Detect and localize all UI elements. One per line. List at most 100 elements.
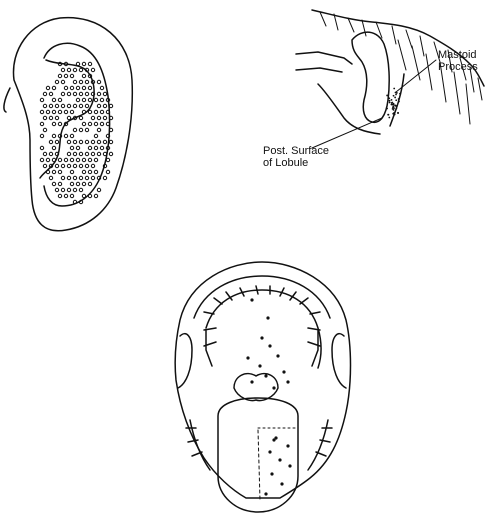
ear-dot xyxy=(103,140,106,143)
ear-dot xyxy=(85,164,88,167)
ear-dot xyxy=(67,68,70,71)
label-lobule-line2: of Lobule xyxy=(263,158,308,169)
ear-dot xyxy=(94,170,97,173)
ear-dot xyxy=(91,176,94,179)
ear-dot xyxy=(76,86,79,89)
ear-dot xyxy=(55,140,58,143)
ear-dot xyxy=(88,86,91,89)
mastoid-dot xyxy=(389,102,391,104)
cheek-jaw xyxy=(318,84,380,134)
ear-dot xyxy=(70,110,73,113)
mastoid-dot xyxy=(388,114,390,116)
ear-dot xyxy=(58,182,61,185)
ear-dot xyxy=(85,176,88,179)
ear-dot xyxy=(79,68,82,71)
ear-dot xyxy=(106,158,109,161)
ear-dot xyxy=(91,68,94,71)
ear-dot xyxy=(46,158,49,161)
mastoid-dot xyxy=(388,97,390,99)
mastoid-dot xyxy=(389,100,391,102)
tongue-dot xyxy=(280,482,283,485)
ear-dot xyxy=(82,62,85,65)
ear-dot xyxy=(67,116,70,119)
palate-dot xyxy=(276,354,279,357)
ear-dot xyxy=(94,158,97,161)
ear-dot xyxy=(40,146,43,149)
ear-dot xyxy=(64,110,67,113)
ear-earlobe-curve xyxy=(4,88,10,112)
ear-dot xyxy=(70,134,73,137)
ear-dot xyxy=(100,110,103,113)
ear-dot xyxy=(70,170,73,173)
ear-dot xyxy=(43,152,46,155)
ear-dot xyxy=(58,98,61,101)
tonsil-left xyxy=(178,334,192,388)
ear-dot xyxy=(88,62,91,65)
ear-dot xyxy=(67,188,70,191)
ear-dot xyxy=(76,182,79,185)
tongue-dot xyxy=(278,458,281,461)
ear-dot xyxy=(97,140,100,143)
ear-dot xyxy=(88,182,91,185)
ear-dot xyxy=(40,98,43,101)
ear-dot xyxy=(43,164,46,167)
ear-dot xyxy=(52,122,55,125)
ear-dot xyxy=(73,188,76,191)
ear-dot xyxy=(58,110,61,113)
ear-dot xyxy=(49,104,52,107)
mastoid-dot xyxy=(394,97,396,99)
ear-dot xyxy=(64,158,67,161)
mastoid-dot xyxy=(394,104,396,106)
ear-dot xyxy=(52,86,55,89)
tongue-dot xyxy=(264,492,267,495)
ear-dot xyxy=(70,182,73,185)
ear-dot xyxy=(52,182,55,185)
ear-dot xyxy=(82,74,85,77)
ear-dot xyxy=(85,80,88,83)
ear-dot xyxy=(73,152,76,155)
mastoid-dot xyxy=(395,94,397,96)
ear-dot xyxy=(100,86,103,89)
ear-acupoint-dots xyxy=(40,62,112,203)
ear-dot xyxy=(94,194,97,197)
ear-dot xyxy=(61,92,64,95)
ear-dot xyxy=(88,98,91,101)
palate-dot xyxy=(250,298,253,301)
ear-dot xyxy=(94,134,97,137)
ear-dot xyxy=(82,158,85,161)
ear-dot xyxy=(67,152,70,155)
ear-dot xyxy=(82,170,85,173)
ear-dot xyxy=(52,98,55,101)
ear-dot xyxy=(103,104,106,107)
ear-dot xyxy=(64,74,67,77)
ear-dot xyxy=(61,164,64,167)
mouth-acupoint-dots xyxy=(246,298,291,495)
ear-dot xyxy=(70,194,73,197)
ear-dot xyxy=(79,140,82,143)
ear-dot xyxy=(97,80,100,83)
ear-dot xyxy=(88,146,91,149)
ear-dot xyxy=(49,116,52,119)
ear-dot xyxy=(55,116,58,119)
ear-dot xyxy=(103,152,106,155)
mastoid-dot xyxy=(392,103,394,105)
ear-dot xyxy=(52,146,55,149)
tongue-dot xyxy=(268,450,271,453)
ear-dot xyxy=(97,152,100,155)
palate-dot xyxy=(272,386,275,389)
ear-dot xyxy=(40,122,43,125)
ear-dot xyxy=(52,170,55,173)
ear-dot xyxy=(58,158,61,161)
ear-dot xyxy=(55,104,58,107)
ear-dot xyxy=(79,188,82,191)
ear-dot xyxy=(46,86,49,89)
ear-dot xyxy=(97,116,100,119)
tongue-dot xyxy=(272,438,275,441)
ear-dot xyxy=(106,170,109,173)
palate-dot xyxy=(268,344,271,347)
ear-dot xyxy=(103,116,106,119)
ear-dot xyxy=(43,92,46,95)
mastoid-dot xyxy=(398,98,400,100)
palate-dot xyxy=(250,380,253,383)
ear-dot xyxy=(49,140,52,143)
